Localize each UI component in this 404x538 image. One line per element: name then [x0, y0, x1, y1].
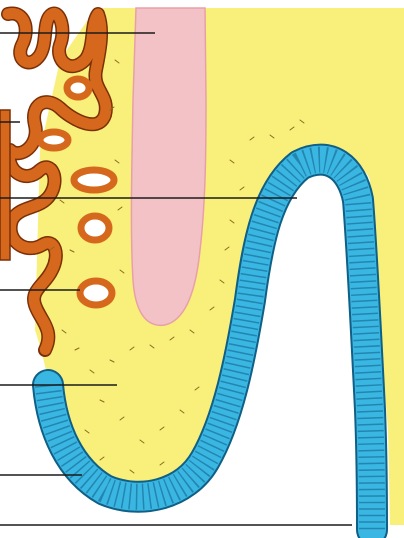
- gland-2: [74, 170, 114, 190]
- gland-4: [80, 281, 112, 305]
- muscle-core: [131, 8, 206, 325]
- gland-1: [40, 132, 68, 148]
- gland-5: [67, 79, 89, 97]
- glandular-epithelium-edge: [0, 110, 10, 260]
- gland-3: [81, 216, 109, 240]
